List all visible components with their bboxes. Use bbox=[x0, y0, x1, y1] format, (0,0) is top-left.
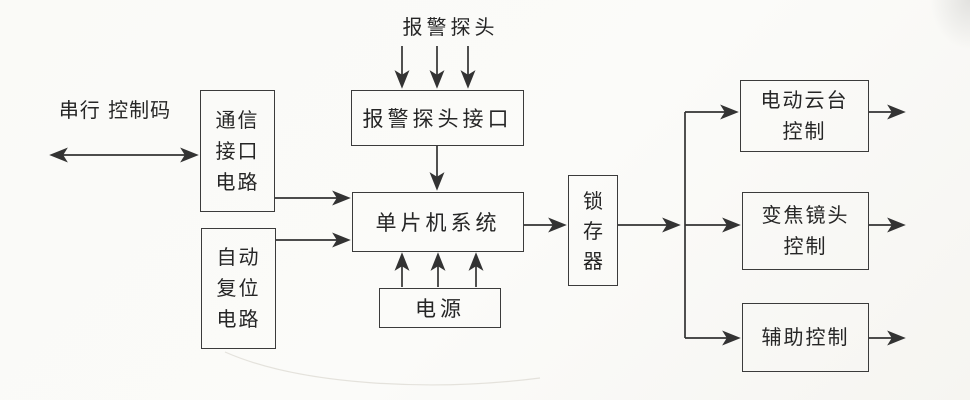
node-alarm-probe-interface: 报警探头接口 bbox=[351, 90, 524, 146]
alarm-probe-text: 报警探头 bbox=[402, 15, 499, 39]
serial-control-code-label: 串行 控制码 bbox=[40, 96, 190, 124]
node-auto-reset-circuit: 自动 复位 电路 bbox=[201, 228, 276, 349]
node-label: 辅助控制 bbox=[761, 325, 850, 349]
node-pan-tilt-control: 电动云台 控制 bbox=[740, 80, 869, 152]
node-label-line: 电动云台 bbox=[760, 88, 849, 112]
node-mcu-system: 单片机系统 bbox=[352, 192, 524, 252]
node-label: 报警探头接口 bbox=[362, 107, 513, 131]
serial-label-line2: 控制码 bbox=[108, 98, 172, 122]
node-label-line: 电路 bbox=[215, 169, 260, 194]
alarm-probe-label: 报警探头 bbox=[368, 13, 533, 41]
node-label-line: 变焦镜头 bbox=[761, 203, 850, 227]
node-label-line: 通信 bbox=[215, 107, 260, 132]
node-label-line: 电路 bbox=[216, 307, 261, 331]
node-label: 单片机系统 bbox=[375, 211, 501, 235]
node-comm-interface-circuit: 通信 接口 电路 bbox=[200, 90, 275, 212]
node-label-line: 器 bbox=[583, 248, 603, 273]
node-label-line: 复位 bbox=[216, 276, 261, 300]
node-label-line: 控制 bbox=[783, 234, 828, 258]
node-zoom-lens-control: 变焦镜头 控制 bbox=[742, 192, 869, 270]
node-label-line: 存 bbox=[583, 218, 603, 243]
node-power-supply: 电源 bbox=[379, 288, 501, 328]
scan-artifact-line bbox=[224, 351, 541, 386]
node-aux-control: 辅助控制 bbox=[742, 303, 869, 372]
serial-label-line1: 串行 bbox=[58, 98, 101, 122]
node-latch: 锁 存 器 bbox=[568, 175, 618, 286]
node-label-line: 自动 bbox=[216, 245, 261, 269]
node-label: 电源 bbox=[415, 297, 465, 321]
node-label-line: 锁 bbox=[583, 188, 603, 213]
node-label-line: 接口 bbox=[215, 138, 260, 163]
node-label-line: 控制 bbox=[782, 119, 827, 143]
